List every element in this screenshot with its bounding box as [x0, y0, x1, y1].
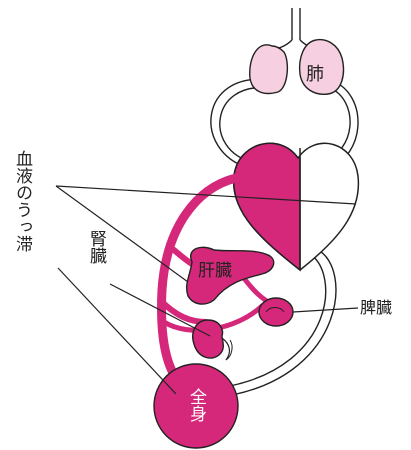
blood-stasis-label: 血液のうっ滞	[12, 150, 33, 252]
trachea	[292, 8, 300, 40]
liver-label: 肝臓	[198, 261, 232, 281]
lungs-label: 肺	[306, 64, 324, 85]
whole-body: 全身	[154, 364, 238, 448]
body-label: 全身	[186, 388, 207, 423]
spleen-label: 脾臓	[360, 298, 392, 317]
lungs: 肺	[250, 8, 344, 94]
kidney-label: 腎臓	[86, 230, 107, 265]
left-lung	[250, 45, 288, 94]
